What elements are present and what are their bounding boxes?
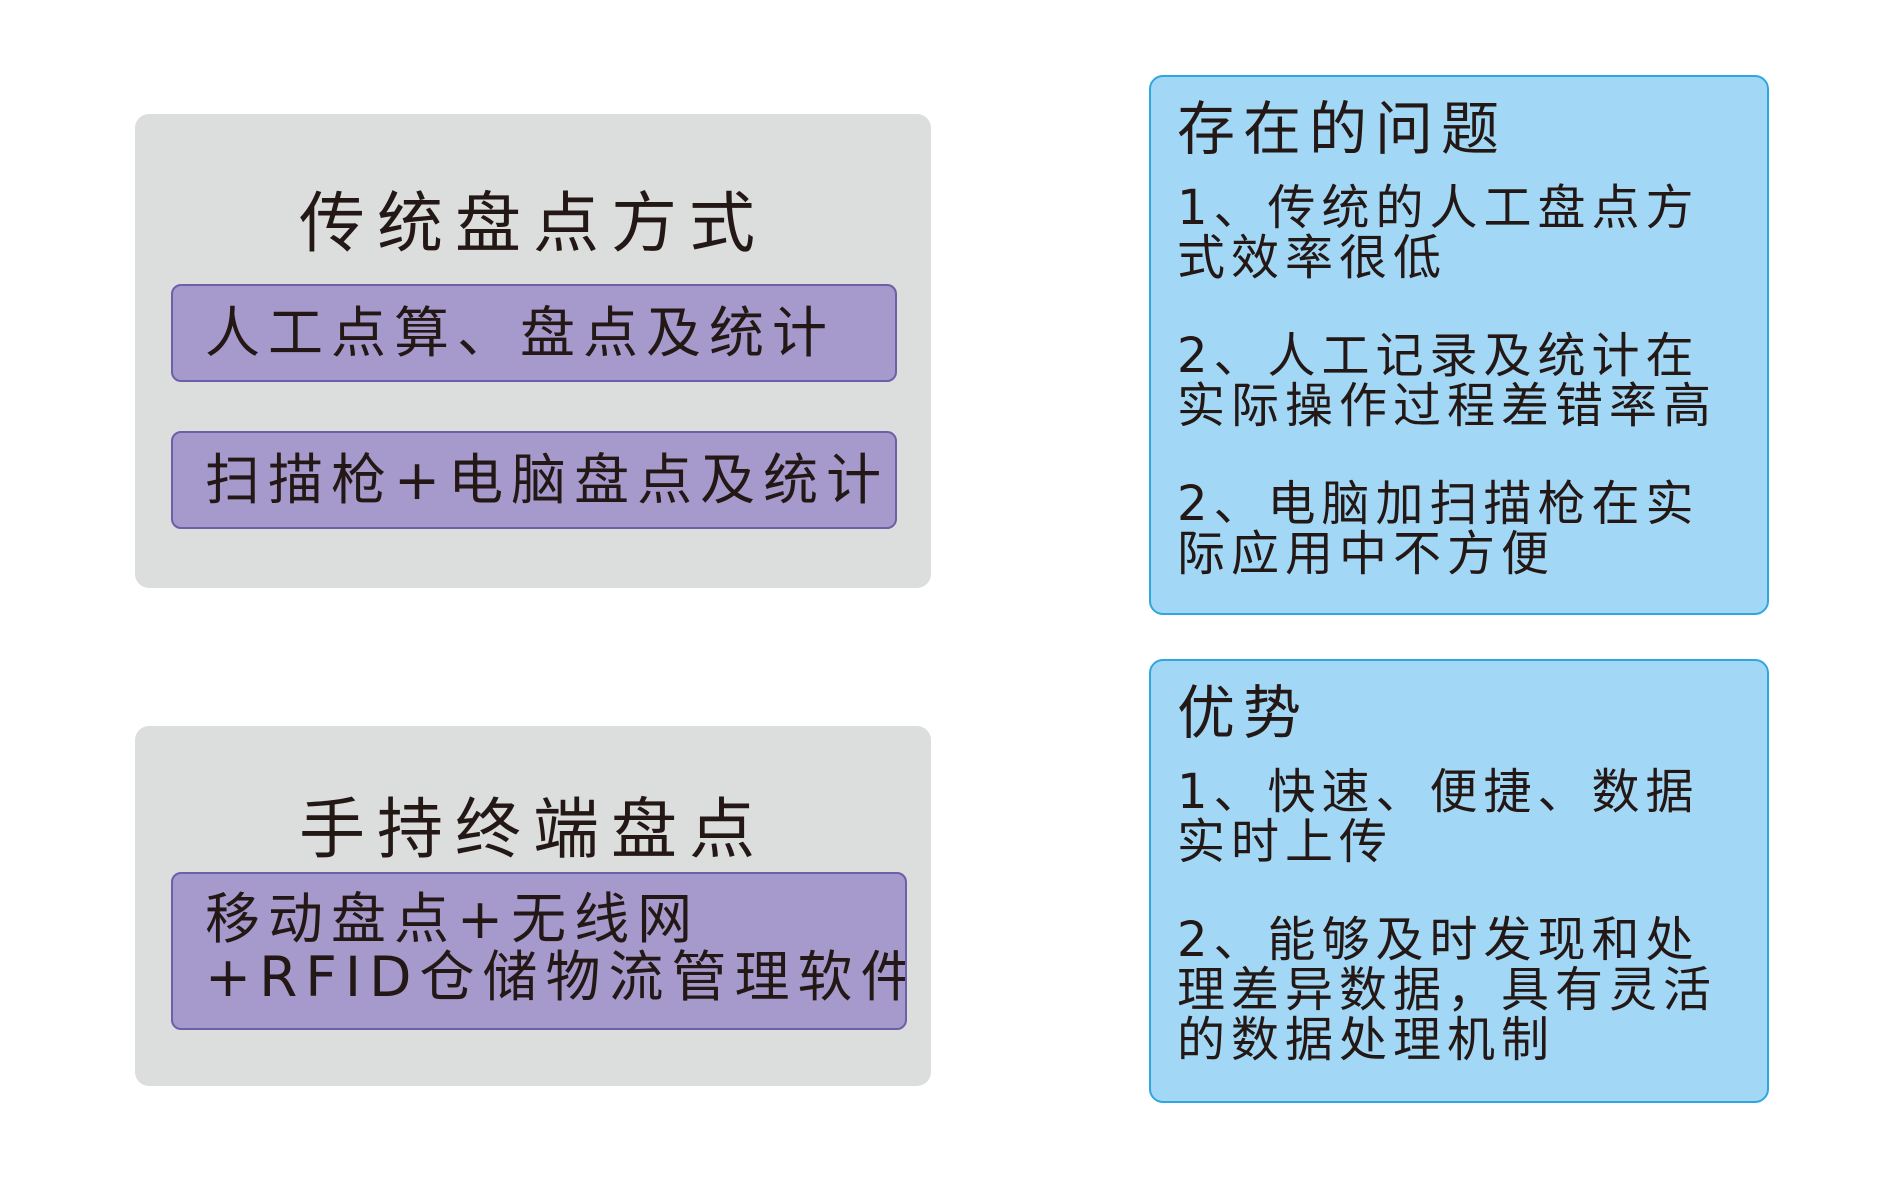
problem-item-line: 1、传统的人工盘点方: [1177, 180, 1700, 236]
advantage-item: 1、快速、便捷、数据 实时上传: [1177, 767, 1767, 867]
advantage-item-line: 2、能够及时发现和处: [1177, 912, 1700, 968]
traditional-inventory-title: 传统盘点方式: [299, 185, 767, 262]
problem-item-line: 实际操作过程差错率高: [1177, 378, 1718, 434]
problem-item: 1、传统的人工盘点方 式效率很低: [1177, 183, 1767, 283]
problem-item-line: 2、人工记录及统计在: [1177, 328, 1700, 384]
advantages-list: 1、快速、便捷、数据 实时上传 2、能够及时发现和处 理差异数据，具有灵活 的数…: [1177, 767, 1767, 1065]
problems-box: 存在的问题 1、传统的人工盘点方 式效率很低 2、人工记录及统计在 实际操作过程…: [1149, 75, 1769, 615]
problems-title: 存在的问题: [1177, 95, 1508, 163]
advantage-item-line: 理差异数据，具有灵活: [1177, 962, 1718, 1018]
advantages-title: 优势: [1177, 679, 1310, 747]
problem-item: 2、电脑加扫描枪在实 际应用中不方便: [1177, 479, 1767, 579]
problem-item-line: 2、电脑加扫描枪在实: [1177, 476, 1700, 532]
method-scanner-count: 扫描枪+电脑盘点及统计: [171, 431, 897, 529]
problem-item-line: 式效率很低: [1177, 230, 1448, 286]
method-manual-count: 人工点算、盘点及统计: [171, 284, 897, 382]
advantage-item-line: 的数据处理机制: [1177, 1012, 1556, 1068]
advantage-item-line: 实时上传: [1177, 814, 1394, 870]
method-mobile-line: +RFID仓储物流管理软件: [205, 945, 907, 1009]
advantage-item-line: 1、快速、便捷、数据: [1177, 764, 1700, 820]
traditional-inventory-panel: 传统盘点方式 人工点算、盘点及统计 扫描枪+电脑盘点及统计: [135, 114, 931, 588]
advantages-box: 优势 1、快速、便捷、数据 实时上传 2、能够及时发现和处 理差异数据，具有灵活…: [1149, 659, 1769, 1103]
method-mobile-line: 移动盘点+无线网: [205, 887, 701, 951]
method-mobile-rfid: 移动盘点+无线网 +RFID仓储物流管理软件: [171, 872, 907, 1030]
handheld-terminal-panel: 手持终端盘点 移动盘点+无线网 +RFID仓储物流管理软件: [135, 726, 931, 1086]
advantage-item: 2、能够及时发现和处 理差异数据，具有灵活 的数据处理机制: [1177, 915, 1767, 1065]
problem-item: 2、人工记录及统计在 实际操作过程差错率高: [1177, 331, 1767, 431]
problems-list: 1、传统的人工盘点方 式效率很低 2、人工记录及统计在 实际操作过程差错率高 2…: [1177, 183, 1767, 579]
handheld-terminal-title: 手持终端盘点: [299, 791, 767, 868]
problem-item-line: 际应用中不方便: [1177, 526, 1556, 582]
